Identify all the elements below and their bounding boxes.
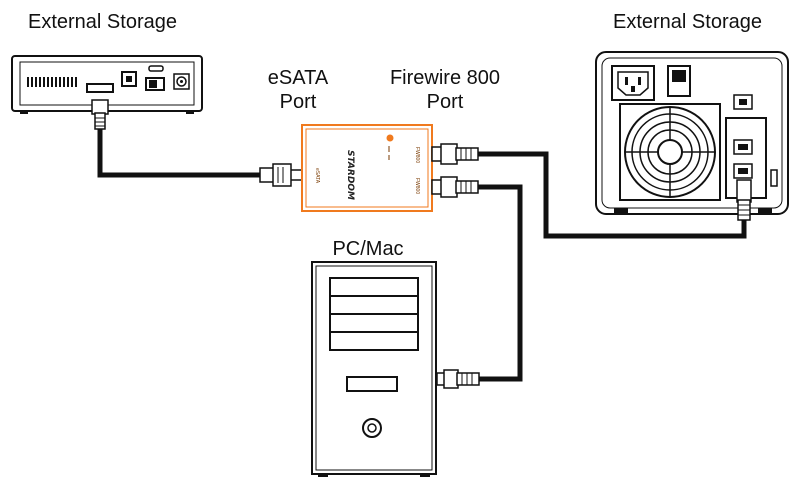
floppy-slot-icon bbox=[346, 376, 398, 392]
led-icon bbox=[386, 134, 394, 142]
stardom-hub: eSATA STARDOM FW800 FW800 bbox=[301, 124, 433, 212]
fw-connector-1 bbox=[431, 143, 479, 165]
external-storage-left bbox=[11, 55, 203, 114]
fw-connector-pc bbox=[436, 369, 480, 389]
power-socket-icon bbox=[611, 65, 655, 101]
firewire-port-label-line1: Firewire 800 bbox=[389, 67, 501, 89]
fw-connector-storage bbox=[736, 179, 752, 221]
fw-connector-2 bbox=[431, 176, 479, 198]
esata-cable bbox=[97, 129, 260, 178]
external-storage-right bbox=[595, 51, 789, 215]
firewire-port-label-line2: Port bbox=[426, 91, 464, 113]
pc-tower bbox=[311, 261, 437, 477]
firewire-port-label: Firewire 800 Port bbox=[385, 66, 505, 114]
fan-icon bbox=[619, 103, 721, 201]
esata-port-icon bbox=[86, 83, 114, 93]
external-storage-left-label: External Storage bbox=[28, 11, 177, 33]
external-storage-right-label: External Storage bbox=[613, 11, 762, 33]
esata-port-label-line2: Port bbox=[279, 91, 317, 113]
vent-slots bbox=[27, 77, 77, 87]
hub-esata-label: eSATA bbox=[314, 168, 320, 184]
hub-fw-label-2: FW800 bbox=[414, 178, 420, 194]
esata-port-label: eSATA Port bbox=[258, 66, 338, 114]
firewire-cable-pc bbox=[478, 184, 523, 382]
hub-fw-label-1: FW800 bbox=[414, 147, 420, 163]
esata-port-label-line1: eSATA bbox=[267, 67, 329, 89]
firewire-cable-storage bbox=[478, 151, 747, 239]
pc-mac-label: PC/Mac bbox=[332, 238, 404, 260]
hub-brand-logo: STARDOM bbox=[345, 150, 355, 200]
drive-bay-icon bbox=[329, 277, 419, 351]
esata-connector-left bbox=[91, 99, 109, 130]
esata-connector-hub bbox=[259, 163, 302, 187]
